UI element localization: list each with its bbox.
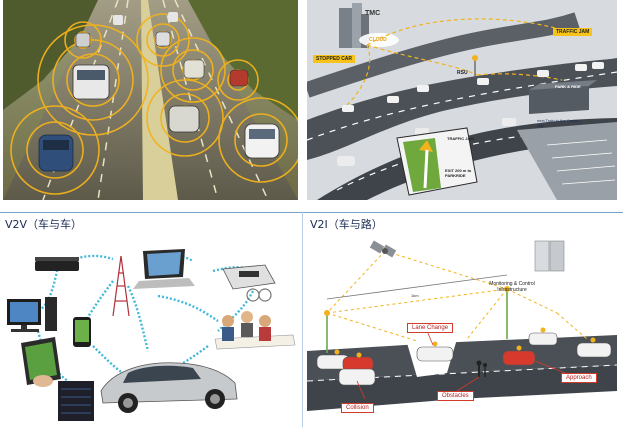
distance-label: 1km bbox=[411, 293, 419, 298]
cell-tower-icon bbox=[112, 255, 130, 317]
city-cars bbox=[337, 62, 604, 166]
server-tower-icon bbox=[534, 240, 565, 272]
sign-exit: EXIT 200 m to PARKRIDE bbox=[445, 168, 472, 178]
router-icon bbox=[35, 257, 79, 271]
v2v-caption: V2V（车与车） bbox=[5, 218, 83, 231]
city-road-graphic bbox=[307, 0, 617, 200]
approach-tag: Approach bbox=[561, 373, 597, 383]
silver-car-icon bbox=[100, 362, 238, 413]
server-icon bbox=[58, 381, 94, 421]
obstacles-tag: Obstacles bbox=[437, 391, 474, 401]
monitoring-label: Monitoring & Control Infrastructure bbox=[489, 281, 535, 293]
laptop-icon bbox=[133, 249, 195, 289]
alert-beacons bbox=[334, 327, 596, 358]
pedestrian-icon bbox=[476, 360, 487, 377]
device-network-graphic bbox=[3, 231, 298, 424]
road-cars bbox=[316, 332, 612, 386]
satellite-icon bbox=[369, 240, 397, 258]
cars bbox=[38, 12, 280, 172]
v2i-caption: V2I（车与路） bbox=[310, 218, 383, 231]
smartphone-icon bbox=[73, 317, 91, 347]
signal-links bbox=[326, 250, 588, 342]
tablet-icon bbox=[21, 337, 61, 387]
v2i-road-illustration: Monitoring & Control Infrastructure 1km … bbox=[307, 231, 617, 424]
collision-tag: Collision bbox=[341, 403, 374, 413]
road-scenario-graphic bbox=[307, 231, 617, 424]
stopped-car-tag: STOPPED CAR bbox=[313, 55, 356, 63]
terminal-icon bbox=[222, 264, 276, 302]
sign-traffic-jam: TRAFFIC JAM bbox=[447, 136, 474, 141]
top-divider bbox=[0, 212, 623, 213]
next-train-label: next Train to the Center 7 min bbox=[537, 118, 583, 128]
tmc-buildings bbox=[339, 3, 369, 48]
lane-change-tag: Lane Change bbox=[407, 323, 454, 333]
v2v-network-illustration bbox=[3, 231, 298, 424]
v2i-city-illustration: TMC CLOUD TRAFFIC JAM STOPPED CAR RSU PA… bbox=[307, 0, 617, 200]
highway-signal-photo bbox=[3, 0, 298, 200]
tmc-label: TMC bbox=[365, 10, 381, 17]
highway-illustration bbox=[3, 0, 298, 200]
traffic-jam-tag: TRAFFIC JAM bbox=[553, 28, 593, 36]
navigation-sign bbox=[396, 127, 478, 196]
cloud-label: CLOUD bbox=[369, 37, 387, 43]
desktop-icon bbox=[7, 297, 57, 332]
center-divider bbox=[302, 212, 303, 427]
rsu-label: RSU bbox=[457, 70, 468, 76]
parking-label: PARK & RIDE bbox=[555, 84, 581, 89]
rsu-poles bbox=[324, 286, 510, 353]
people-icon bbox=[214, 311, 296, 350]
